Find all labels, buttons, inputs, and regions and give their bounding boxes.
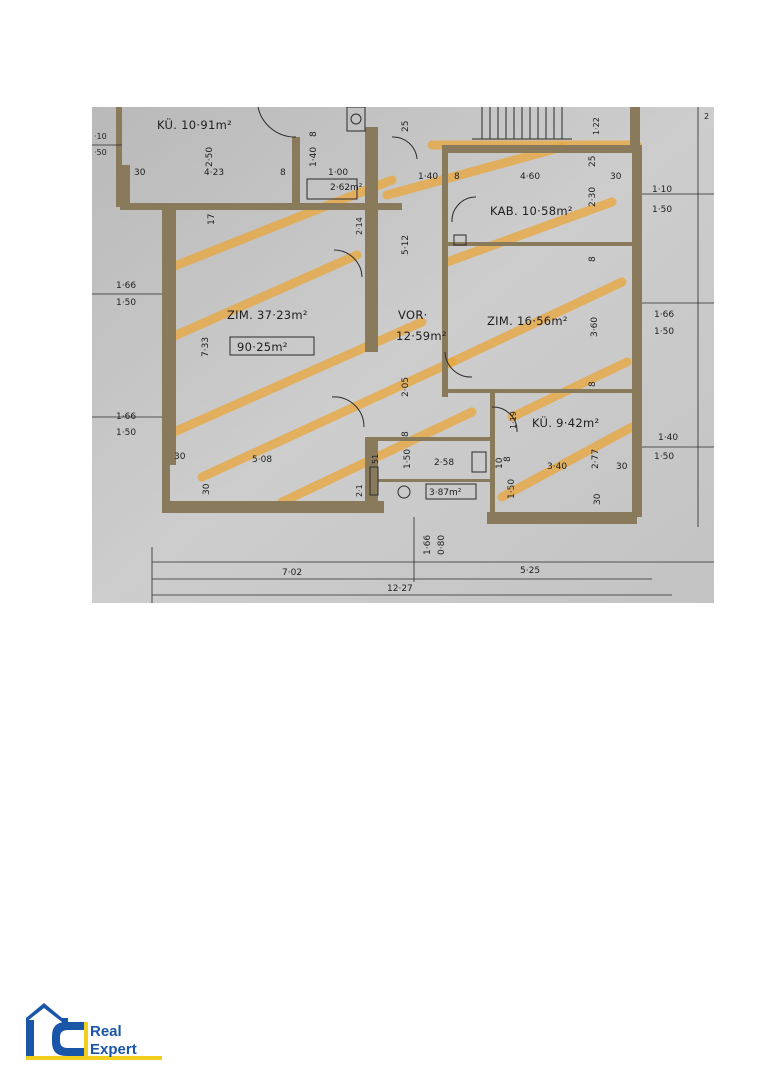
room-kueche-right: KÜ. 9·42m² [532,414,599,430]
staircase [472,107,572,140]
dim-label: 17 [207,214,217,225]
room-wc-area: 2·62m² [330,183,363,193]
logo-c-mark [52,1022,84,1056]
dim-label: 2·50 [205,147,215,167]
room-kueche-top: KÜ. 10·91m² [157,116,232,132]
dim-label: 8 [588,381,598,387]
door-swings [257,107,518,433]
total-area-box [229,336,315,356]
dimension-labels: ·10 ·50 30 4·23 8 2·50 8 1·40 1·00 25 1·… [94,112,709,594]
dim-label: 2·58 [434,458,454,468]
room-zimmer-right: ZIM. 16·56m² [487,314,568,328]
dim-label: 1·50 [652,205,672,215]
dim-label: 8 [503,456,513,462]
dim-label: 30 [616,462,628,472]
dim-label: 0·80 [437,535,447,555]
bath-area-box [425,483,477,500]
dim-label: 1·50 [403,449,413,469]
logo-house-icon [26,1003,68,1024]
room-kabinett: KAB. 10·58m² [490,204,573,218]
dim-label: 8 [280,168,286,178]
dim-label: 2·1 [355,484,364,497]
floor-plan-image: KÜ. 10·91m² ZIM. 37·23m² 90·25m² VOR· 12… [92,107,714,603]
walls [116,107,642,524]
dim-label: 3·60 [590,317,600,337]
dim-label: 2·77 [591,449,601,469]
dim-label: 8 [401,431,411,437]
total-area: 90·25m² [237,340,288,354]
dim-label: 1·50 [654,327,674,337]
dim-label: 51 [371,454,380,464]
dim-label: 5·25 [520,566,540,576]
dim-label: 1·22 [592,117,601,135]
dim-label: ·50 [94,148,107,157]
dim-label: 1·00 [328,168,348,178]
dim-label: 30 [593,493,603,505]
room-labels: KÜ. 10·91m² ZIM. 37·23m² 90·25m² VOR· 12… [157,116,599,500]
room-vorraum-area: 12·59m² [396,329,447,343]
dim-label: 1·40 [418,172,438,182]
real-expert-logo: Real Expert [22,1000,172,1064]
dim-label: 2·14 [355,217,364,235]
dim-label: 7·33 [201,337,211,357]
dim-label: 3·40 [547,462,567,472]
dim-label: ·10 [94,132,107,141]
dim-label: 1·50 [654,452,674,462]
dim-label: 2 [704,112,709,121]
dim-label: 1·50 [116,428,136,438]
logo-line-1: Real [90,1023,122,1040]
dim-label: 1·50 [116,298,136,308]
dim-label: 1·66 [423,535,433,555]
dim-label: 12·27 [387,584,413,594]
dim-label: 2·05 [401,377,411,397]
dim-label: 8 [588,256,598,262]
dim-label: 1·66 [654,310,674,320]
dim-label: 5·12 [401,235,411,255]
dim-label: 30 [134,168,146,178]
room-zimmer-large: ZIM. 37·23m² [227,308,308,322]
dim-label: 25 [588,156,598,167]
dim-label: 1·10 [652,185,672,195]
dim-label: 1·50 [507,479,517,499]
dim-label: 2·30 [588,187,598,207]
room-bad-area: 3·87m² [429,488,462,498]
fixtures [306,107,487,499]
logo-accent [26,1056,162,1060]
dim-label: 5·08 [252,455,272,465]
dim-label: 1·40 [309,147,319,167]
dim-label: 25 [401,121,411,132]
dim-label: 1·66 [116,412,136,422]
dim-label: 1·40 [658,433,678,443]
dim-label: 4·23 [204,168,224,178]
dim-label: 8 [454,172,460,182]
dim-label: 10 [495,457,505,469]
dim-label: 30 [610,172,622,182]
dim-label: 4·60 [520,172,540,182]
dim-label: 30 [174,452,186,462]
logo-i-mark [26,1020,34,1056]
dim-label: 8 [309,131,319,137]
room-vorraum: VOR· [398,308,428,322]
dim-label: 30 [202,483,212,495]
dim-label: 7·02 [282,568,302,578]
dim-label: 1·66 [116,281,136,291]
dimension-lines [92,107,714,603]
dim-label: 1·19 [509,411,518,429]
logo-line-2: Expert [90,1041,137,1058]
